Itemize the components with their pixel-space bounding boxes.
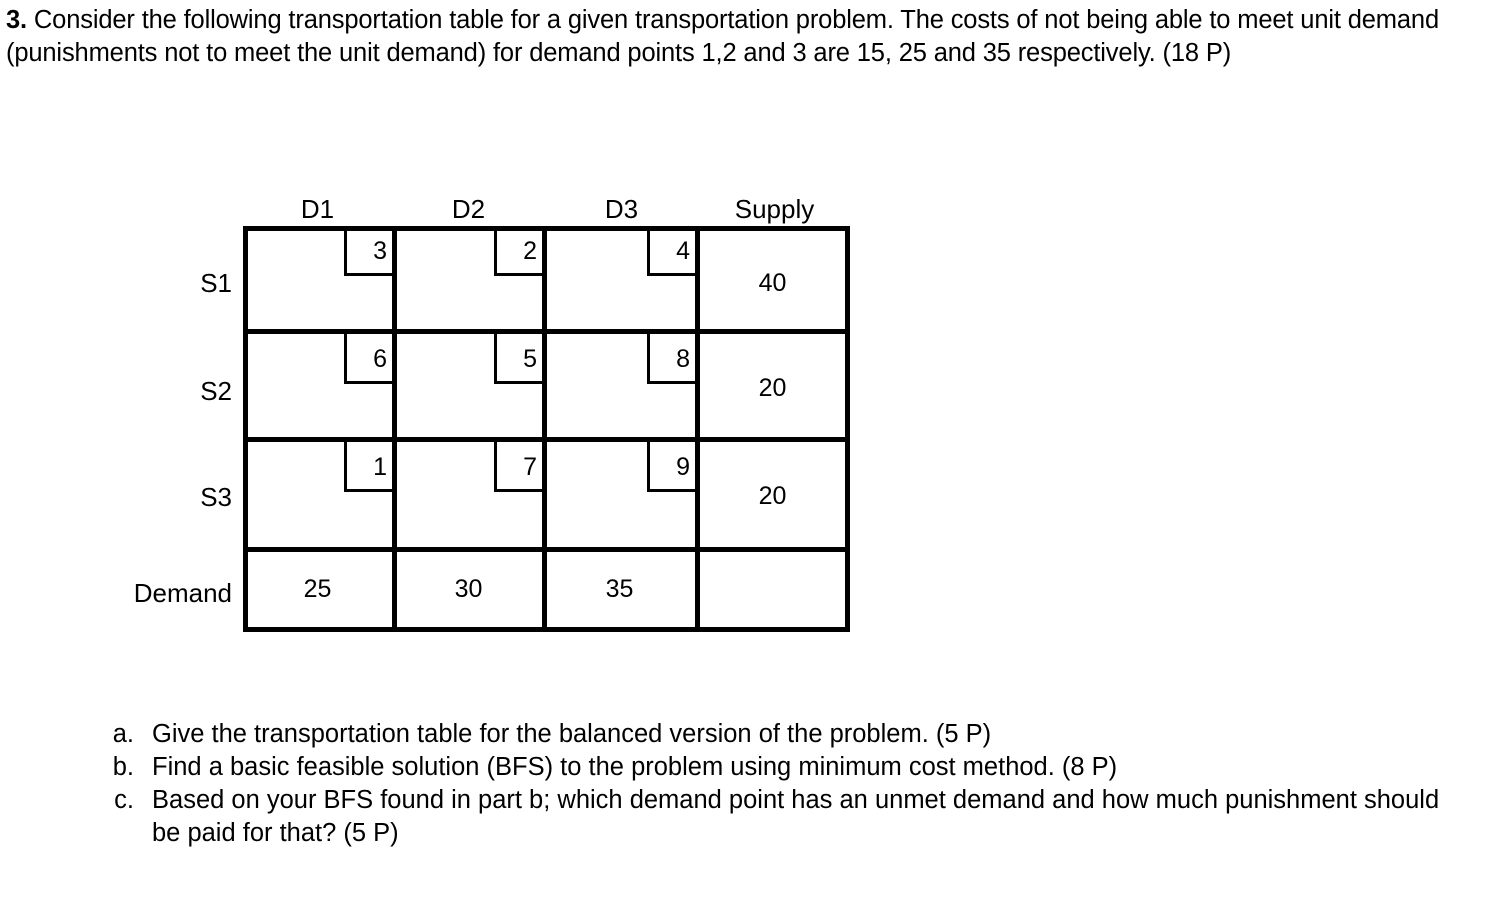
demand-value-d2: 30: [454, 575, 483, 603]
row-header-demand: Demand: [133, 578, 232, 608]
demand-value-d1: 25: [303, 575, 332, 603]
table-column-divider-2: [542, 226, 547, 632]
column-header-d1: D1: [300, 194, 335, 224]
row-header-s1: S1: [200, 268, 232, 298]
cost-cell-s1-d2: 2: [494, 226, 542, 276]
question-text: Consider the following transportation ta…: [6, 6, 1439, 67]
row-header-s2: S2: [200, 376, 232, 406]
transportation-table: 3 2 4 6 5 8 1 7 9 40 20 20 25 30 35: [243, 226, 850, 632]
cost-cell-s3-d3: 9: [647, 442, 695, 492]
cost-cell-s3-d1: 1: [344, 442, 392, 492]
question-stem: 3. Consider the following transportation…: [6, 4, 1480, 70]
supply-value-s2: 20: [758, 374, 787, 402]
subquestion-c: c. Based on your BFS found in part b; wh…: [100, 784, 1440, 850]
cost-cell-s2-d1: 6: [344, 334, 392, 384]
demand-value-d3: 35: [605, 575, 634, 603]
table-column-divider-3: [695, 226, 700, 632]
subquestion-a: a. Give the transportation table for the…: [100, 718, 1440, 751]
subquestion-a-marker: a.: [112, 720, 134, 748]
subquestion-b-text: Find a basic feasible solution (BFS) to …: [152, 753, 1118, 781]
table-column-divider-1: [392, 226, 397, 632]
subquestion-c-text: Based on your BFS found in part b; which…: [152, 786, 1440, 847]
table-row-divider-1: [243, 329, 850, 334]
supply-value-s3: 20: [758, 482, 787, 510]
subquestion-a-text: Give the transportation table for the ba…: [152, 720, 992, 748]
column-header-d3: D3: [604, 194, 639, 224]
row-header-s3: S3: [200, 482, 232, 512]
cost-cell-s2-d3: 8: [647, 334, 695, 384]
cost-cell-s1-d1: 3: [344, 226, 392, 276]
subquestion-c-marker: c.: [114, 786, 134, 814]
cost-cell-s3-d2: 7: [494, 442, 542, 492]
supply-value-s1: 40: [758, 269, 787, 297]
question-number: 3.: [6, 6, 27, 34]
table-row-divider-2: [243, 437, 850, 442]
subquestion-list: a. Give the transportation table for the…: [100, 718, 1440, 850]
cost-cell-s1-d3: 4: [647, 226, 695, 276]
column-header-supply: Supply: [734, 194, 815, 224]
subquestion-b-marker: b.: [112, 753, 134, 781]
table-row-divider-3: [243, 547, 850, 552]
column-header-d2: D2: [451, 194, 486, 224]
cost-cell-s2-d2: 5: [494, 334, 542, 384]
subquestion-b: b. Find a basic feasible solution (BFS) …: [100, 751, 1440, 784]
